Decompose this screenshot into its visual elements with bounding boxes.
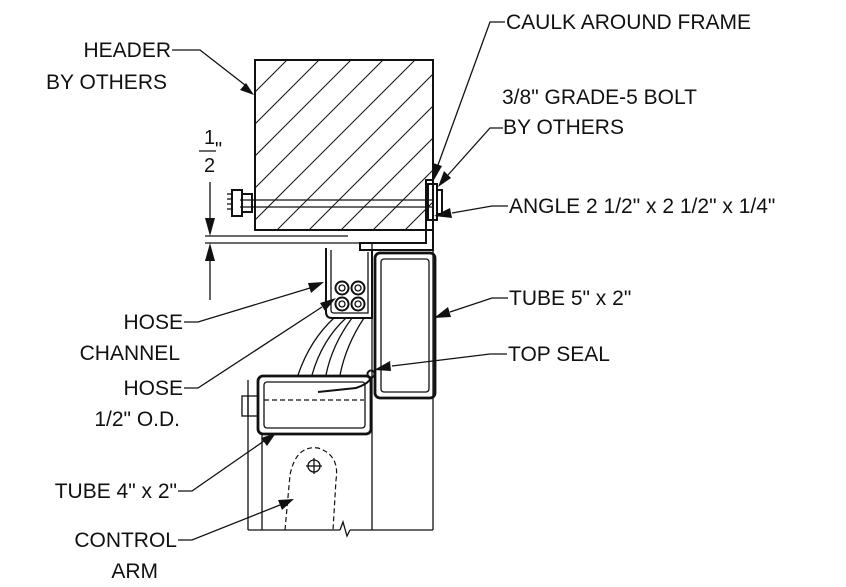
- hose-channel-label-sub: CHANNEL: [80, 342, 180, 365]
- half-inch-dimension: 1 2 ": [199, 127, 222, 300]
- tube-5x2: [373, 251, 437, 400]
- header-label-sub: BY OTHERS: [46, 71, 167, 94]
- frame-lines: [205, 235, 434, 538]
- steel-angle: [359, 179, 434, 251]
- control-arm-label-sub: ARM: [111, 560, 158, 583]
- hatch-line: [255, 60, 352, 157]
- angle-label: ANGLE 2 1/2" x 2 1/2" x 1/4": [509, 195, 775, 218]
- hatch-line: [255, 60, 416, 221]
- hose-label-sub: 1/2" O.D.: [94, 408, 180, 431]
- dimension-numerator: 1: [204, 127, 215, 149]
- bolt: [227, 183, 443, 221]
- control-arm: [284, 447, 338, 531]
- hose-channel: [325, 248, 373, 319]
- header-label: HEADER: [83, 39, 171, 62]
- hatch-line: [255, 60, 288, 93]
- hatch-line: [372, 169, 433, 230]
- dimension-denominator: 2: [204, 155, 215, 177]
- control-arm-label: CONTROL: [74, 529, 177, 552]
- hoses: [297, 280, 366, 376]
- caulk-label: CAULK AROUND FRAME: [506, 11, 751, 34]
- top-seal-label: TOP SEAL: [508, 343, 610, 366]
- leader-lines: [172, 21, 508, 541]
- hatch-line: [255, 60, 320, 125]
- header-block: [254, 59, 434, 231]
- hatch-line: [308, 105, 433, 230]
- bolt-label-sub: BY OTHERS: [503, 116, 624, 139]
- hatch-line: [255, 60, 384, 189]
- tube-4x2-label: TUBE 4" x 2": [55, 480, 177, 503]
- tube-4x2: [241, 374, 373, 436]
- hose-label: HOSE: [123, 377, 183, 400]
- dimension-unit: ": [215, 139, 222, 161]
- hatch-line: [276, 73, 433, 230]
- tube-5x2-label: TUBE 5" x 2": [509, 287, 631, 310]
- bolt-label: 3/8" GRADE-5 BOLT: [502, 86, 697, 109]
- hatch-line: [340, 137, 433, 230]
- hose-channel-label: HOSE: [123, 311, 183, 334]
- labels: HEADER BY OTHERS CAULK AROUND FRAME 3/8"…: [46, 11, 775, 583]
